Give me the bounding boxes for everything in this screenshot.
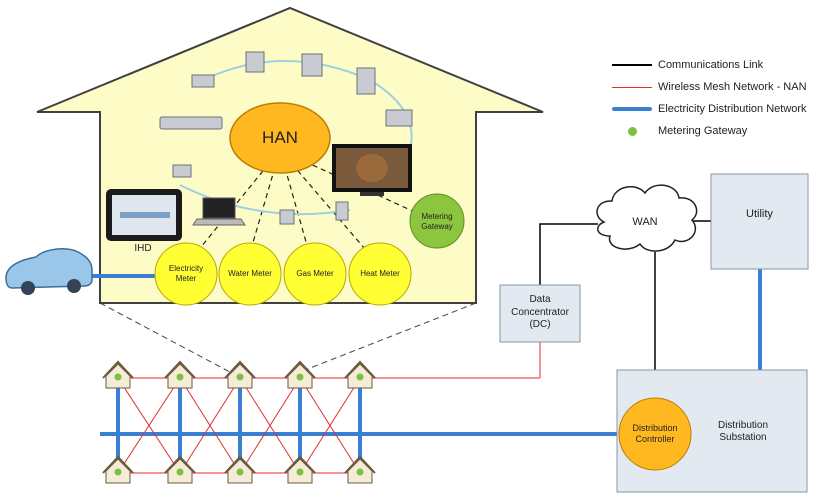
utility-label: Utility (746, 208, 773, 221)
water-meter-node (218, 242, 282, 306)
han-label: HAN (262, 128, 298, 148)
house-icon (284, 360, 316, 389)
camera-icon (385, 109, 413, 127)
distribution-controller-label: Distribution Controller (632, 422, 678, 444)
gas-meter-node (283, 242, 347, 306)
metering-gateway-dot (356, 468, 364, 476)
legend: Communications Link Wireless Mesh Networ… (612, 54, 817, 142)
legend-label: Communications Link (658, 59, 764, 71)
mesh-network-swatch (612, 86, 652, 88)
legend-item-communications: Communications Link (612, 54, 817, 76)
house-icon (284, 455, 316, 484)
ihd-label: IHD (134, 242, 152, 254)
gas-meter-label: Gas Meter (296, 269, 334, 278)
distribution-substation-label: Distribution Substation (717, 419, 769, 444)
metering-gateway-dot (176, 373, 184, 381)
legend-item-gateway: Metering Gateway (612, 120, 817, 142)
legend-label: Wireless Mesh Network - NAN (658, 81, 807, 93)
heat-meter-label: Heat Meter (360, 269, 400, 278)
printer-icon (301, 53, 323, 77)
house-icon (224, 360, 256, 389)
wan-cloud (596, 184, 698, 252)
house-icon (102, 455, 134, 484)
metering-gateway-dot (114, 468, 122, 476)
house-icon (164, 455, 196, 484)
data-concentrator-label: Data Concentrator (DC) (511, 294, 569, 331)
metering-gateway-dot (356, 373, 364, 381)
house-icon (344, 455, 376, 484)
metering-gateway-node (409, 193, 465, 249)
heat-meter-node (348, 242, 412, 306)
metering-gateway-label: Metering Gateway (421, 212, 453, 231)
device-ring-lower (179, 184, 351, 216)
metering-gateway-dot (236, 373, 244, 381)
metering-gateway-dot (236, 468, 244, 476)
home-devices (159, 51, 413, 225)
wan-label: WAN (632, 216, 658, 229)
communications-link-swatch (612, 64, 652, 66)
metering-gateway-dot (176, 468, 184, 476)
utility-box (710, 173, 809, 270)
electricity-meter-node (154, 242, 218, 306)
tablet-icon (245, 51, 265, 73)
metering-gateway-swatch (612, 126, 652, 136)
zoom-line-right (299, 302, 477, 373)
laptop-icon (192, 197, 246, 226)
data-concentrator-box (499, 284, 581, 343)
thermostat-icon (279, 209, 295, 225)
electricity-meter-label: Electricity Meter (168, 264, 204, 283)
han-node (229, 102, 331, 174)
legend-label: Metering Gateway (658, 125, 748, 137)
legend-item-distribution: Electricity Distribution Network (612, 98, 817, 120)
water-meter-label: Water Meter (228, 269, 272, 278)
electric-car-icon (5, 248, 93, 295)
house-icon (102, 360, 134, 389)
ihd-device-icon (106, 189, 182, 241)
distribution-controller-node (618, 397, 692, 471)
legend-label: Electricity Distribution Network (658, 103, 807, 115)
metering-gateway-dot (296, 373, 304, 381)
house-icon (224, 455, 256, 484)
metering-gateway-dot (114, 373, 122, 381)
distribution-network-swatch (612, 107, 652, 111)
legend-item-mesh: Wireless Mesh Network - NAN (612, 76, 817, 98)
speaker-icon (191, 74, 215, 88)
phone-icon (172, 164, 192, 178)
metering-gateway-dot (296, 468, 304, 476)
set-top-box-icon (159, 116, 223, 130)
house-icon (164, 360, 196, 389)
tv-icon (332, 144, 412, 196)
neighbourhood-houses (102, 360, 376, 484)
house-icon (344, 360, 376, 389)
router-icon (356, 67, 376, 95)
zoom-line-left (99, 302, 231, 373)
plug-icon (335, 201, 349, 221)
